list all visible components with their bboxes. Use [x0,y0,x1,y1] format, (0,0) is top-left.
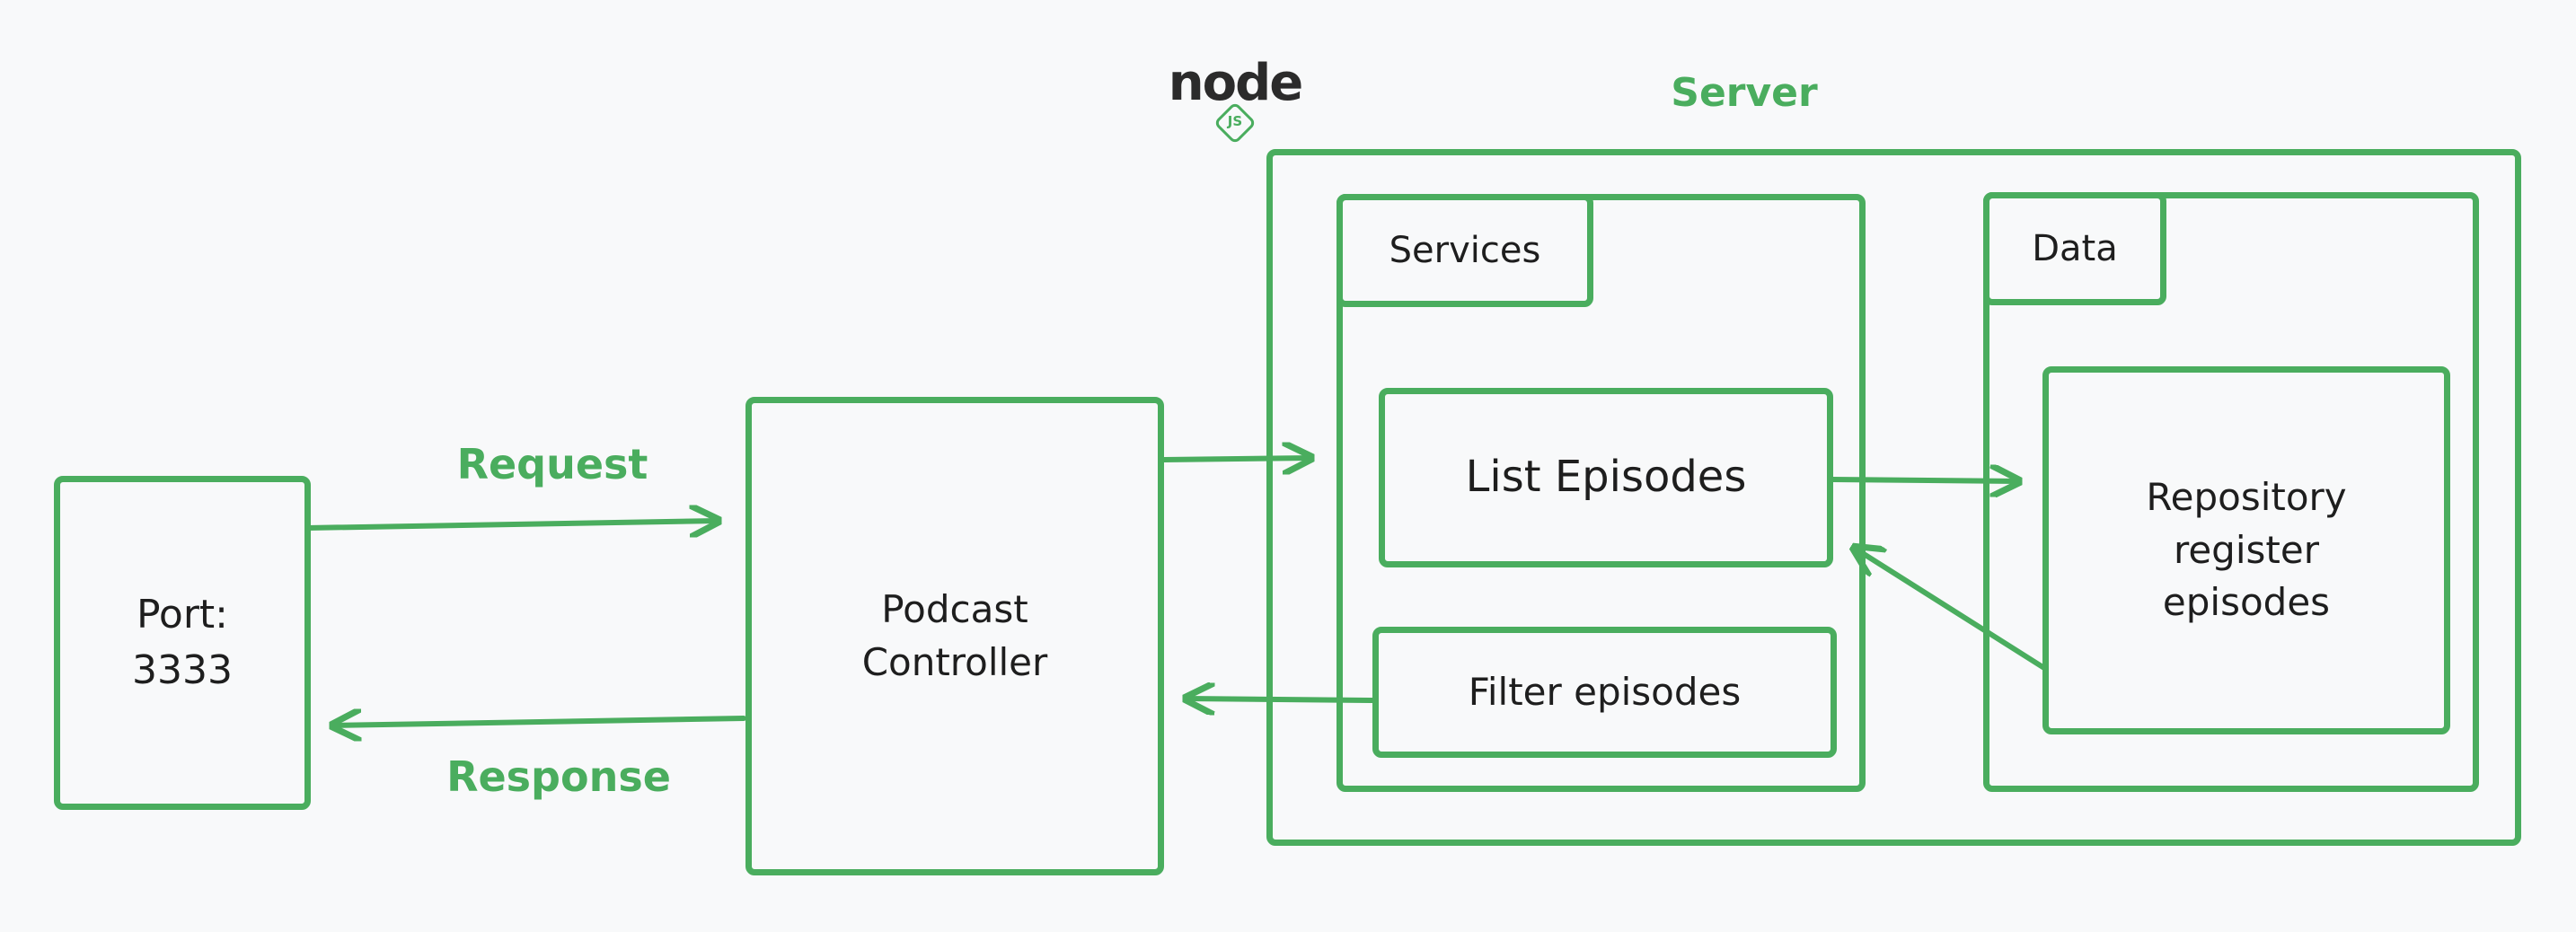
nodejs-badge-text: JS [1227,113,1243,129]
port-box: Port: 3333 [54,476,311,810]
response-label: Response [446,752,671,801]
controller-to-services-arrow [1161,458,1311,460]
data-title: Data [1983,192,2166,305]
repository-to-list-arrow [1854,548,2047,671]
server-container [1266,149,2521,846]
list-episodes-box: List Episodes [1379,388,1833,567]
filter-to-controller-arrow [1186,699,1377,700]
nodejs-logo-text: node [1168,54,1303,112]
request-label: Request [456,440,648,488]
nodejs-logo: node JS [1159,54,1311,145]
request-arrow [304,521,719,528]
response-arrow [332,718,746,725]
data-container [1983,192,2479,792]
server-title: Server [1671,70,1818,116]
podcast-controller-box: Podcast Controller [745,397,1164,875]
services-title: Services [1337,194,1593,307]
repository-box: Repository register episodes [2042,366,2450,734]
filter-episodes-box: Filter episodes [1372,627,1837,758]
services-container [1337,194,1866,792]
